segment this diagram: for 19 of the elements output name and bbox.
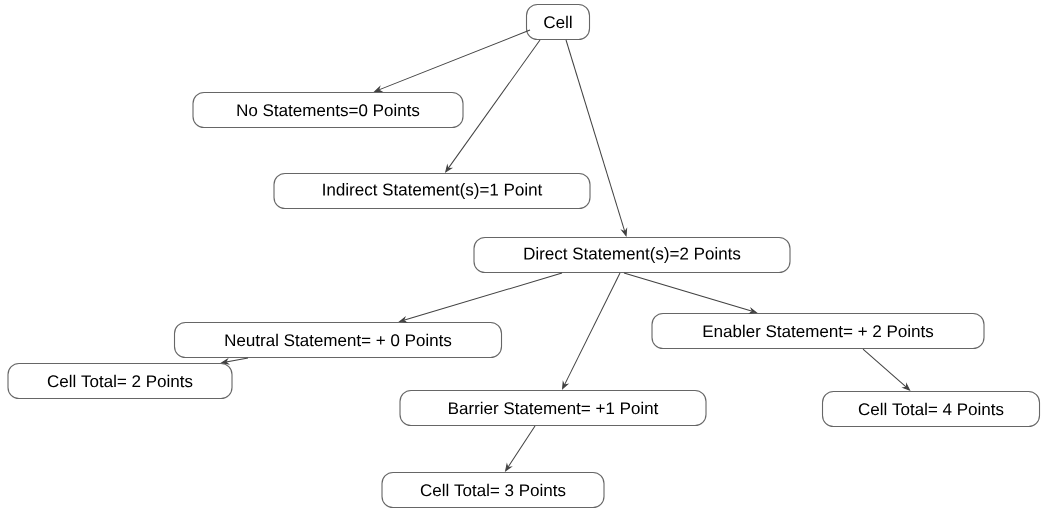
rounded-box: Cell Total= 4 Points bbox=[821, 390, 1041, 428]
arrow bbox=[562, 272, 621, 390]
rounded-box: Neutral Statement= + 0 Points bbox=[173, 321, 503, 359]
rounded-box: Direct Statement(s)=2 Points bbox=[473, 236, 791, 274]
rounded-box: Indirect Statement(s)=1 Point bbox=[273, 172, 591, 210]
rounded-box: Enabler Statement= + 2 Points bbox=[651, 312, 985, 350]
rounded-box: Cell Total= 3 Points bbox=[381, 471, 605, 509]
arrow bbox=[623, 272, 757, 314]
arrow bbox=[445, 39, 541, 173]
rounded-box: Cell Total= 2 Points bbox=[7, 362, 233, 400]
rounded-box: Barrier Statement= +1 Point bbox=[399, 389, 707, 427]
arrow bbox=[565, 39, 628, 237]
arrow bbox=[374, 29, 531, 92]
rounded-box: Cell bbox=[525, 3, 591, 41]
arrow bbox=[505, 425, 536, 472]
arrow bbox=[862, 348, 910, 391]
rounded-box: No Statements=0 Points bbox=[192, 91, 464, 129]
arrow bbox=[221, 357, 249, 365]
arrow bbox=[399, 272, 563, 323]
